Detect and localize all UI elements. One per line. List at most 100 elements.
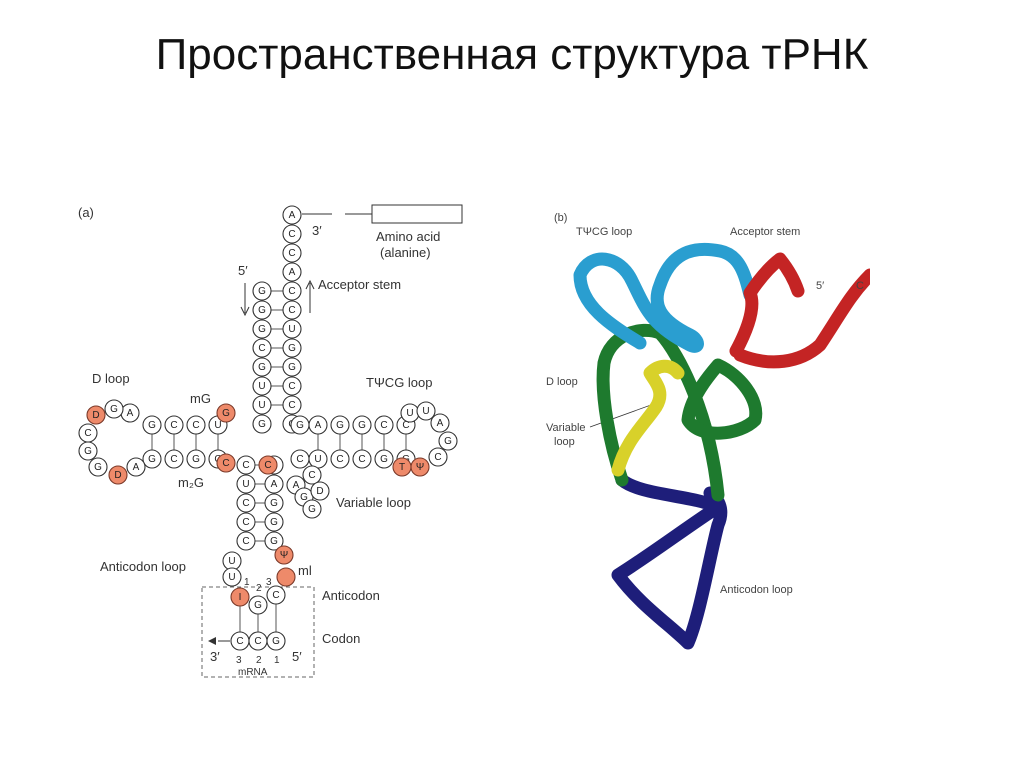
b-tpsicg-loop-label: TΨCG loop — [576, 226, 632, 238]
nucleotide-C: C — [283, 225, 301, 243]
svg-text:C: C — [236, 636, 243, 647]
variable-loop-tube — [618, 366, 678, 470]
svg-text:Ψ: Ψ — [280, 550, 288, 561]
svg-text:G: G — [258, 324, 266, 335]
svg-text:C: C — [336, 454, 343, 465]
svg-text:C: C — [288, 229, 295, 240]
svg-text:U: U — [242, 479, 249, 490]
nucleotide-G: G — [89, 458, 107, 476]
svg-text:A: A — [271, 479, 278, 490]
end-3-label: 3′ — [312, 223, 322, 238]
svg-text:C: C — [272, 590, 279, 601]
anticodon-pos-3: 3 — [266, 577, 272, 588]
nucleotide-G: G — [253, 320, 271, 338]
svg-text:G: G — [258, 362, 266, 373]
svg-text:U: U — [422, 406, 429, 417]
variable-loop-label: Variable loop — [336, 495, 411, 510]
nucleotide-C: C — [331, 450, 349, 468]
nucleotide-C: C — [165, 416, 183, 434]
svg-text:U: U — [314, 454, 321, 465]
svg-text:G: G — [110, 404, 118, 415]
mrna-label: mRNA — [238, 667, 268, 678]
nucleotide-G: G — [265, 494, 283, 512]
svg-text:U: U — [258, 400, 265, 411]
nucleotide-U: U — [417, 402, 435, 420]
nucleotide-C: C — [165, 450, 183, 468]
acceptor-stem-label: Acceptor stem — [318, 277, 401, 292]
svg-text:C: C — [222, 458, 229, 469]
b-end-5-label: 5′ — [816, 280, 824, 292]
svg-text:C: C — [242, 460, 249, 471]
nucleotide-G: G — [253, 358, 271, 376]
nucleotide-U: U — [253, 396, 271, 414]
trna-cloverleaf-diagram: (a) Amino acid (alanine) 3′ 5′ Acceptor … — [60, 195, 480, 685]
nucleotide-A: A — [309, 416, 327, 434]
nucleotide-C: C — [283, 396, 301, 414]
nucleotide-C: C — [79, 424, 97, 442]
svg-text:G: G — [94, 462, 102, 473]
nucleotide-C: C — [283, 244, 301, 262]
tpsicg-loop-label: TΨCG loop — [366, 375, 433, 390]
mrna-5-label: 5′ — [292, 649, 302, 664]
svg-text:G: G — [270, 517, 278, 528]
svg-text:G: G — [296, 420, 304, 431]
svg-text:G: G — [258, 419, 266, 430]
nucleotide-G: G — [253, 282, 271, 300]
codon-pos-1: 1 — [274, 655, 280, 666]
svg-text:C: C — [308, 470, 315, 481]
svg-text:G: G — [148, 420, 156, 431]
nucleotide-C: C — [429, 448, 447, 466]
nucleotide-Ψ: Ψ — [275, 546, 293, 564]
svg-text:D: D — [114, 470, 121, 481]
b-variable-loop-label-2: loop — [554, 436, 575, 448]
nucleotide-A: A — [283, 206, 301, 224]
nucleotide-U: U — [223, 568, 241, 586]
svg-text:U: U — [258, 381, 265, 392]
nucleotide-G: G — [353, 416, 371, 434]
svg-text:G: G — [84, 446, 92, 457]
svg-text:C: C — [84, 428, 91, 439]
nucleotide-G: G — [265, 513, 283, 531]
svg-text:G: G — [258, 305, 266, 316]
end-5-label: 5′ — [238, 263, 248, 278]
svg-text:C: C — [242, 517, 249, 528]
svg-text:C: C — [170, 454, 177, 465]
svg-text:A: A — [437, 418, 444, 429]
nucleotide-C: C — [237, 456, 255, 474]
svg-text:G: G — [258, 286, 266, 297]
ml-label: ml — [298, 563, 312, 578]
nucleotide-U: U — [309, 450, 327, 468]
nucleotide-G: G — [283, 339, 301, 357]
svg-text:G: G — [380, 454, 388, 465]
svg-text:I: I — [239, 592, 242, 603]
nucleotide-G: G — [105, 400, 123, 418]
nucleotide-G: G — [249, 596, 267, 614]
svg-text:A: A — [315, 420, 322, 431]
nucleotide-C: C — [303, 466, 321, 484]
svg-text:A: A — [133, 462, 140, 473]
svg-text:C: C — [358, 454, 365, 465]
svg-text:A: A — [289, 267, 296, 278]
nucleotide-A: A — [283, 263, 301, 281]
codon-pos-3: 3 — [236, 655, 242, 666]
svg-text:G: G — [444, 436, 452, 447]
svg-text:D: D — [92, 410, 99, 421]
nucleotide-C: C — [375, 416, 393, 434]
anticodon-loop-label: Anticodon loop — [100, 559, 186, 574]
nucleotide-G: G — [283, 358, 301, 376]
codon-label: Codon — [322, 631, 360, 646]
trna-3d-structure: (b) TΨCG loop Acceptor stem 5′ D loop Va… — [540, 195, 870, 675]
nucleotide-C: C — [259, 456, 277, 474]
svg-text:Ψ: Ψ — [416, 462, 424, 473]
svg-text:U: U — [288, 324, 295, 335]
svg-text:C: C — [242, 536, 249, 547]
nucleotide-C: C — [231, 632, 249, 650]
d-loop-label: D loop — [92, 371, 130, 386]
nucleotide-C: C — [283, 282, 301, 300]
svg-text:A: A — [289, 210, 296, 221]
anticodon-pos-2: 2 — [256, 583, 262, 594]
nucleotide-A: A — [127, 458, 145, 476]
svg-text:C: C — [288, 286, 295, 297]
nucleotide-A: A — [121, 404, 139, 422]
nucleotide-G: G — [253, 301, 271, 319]
